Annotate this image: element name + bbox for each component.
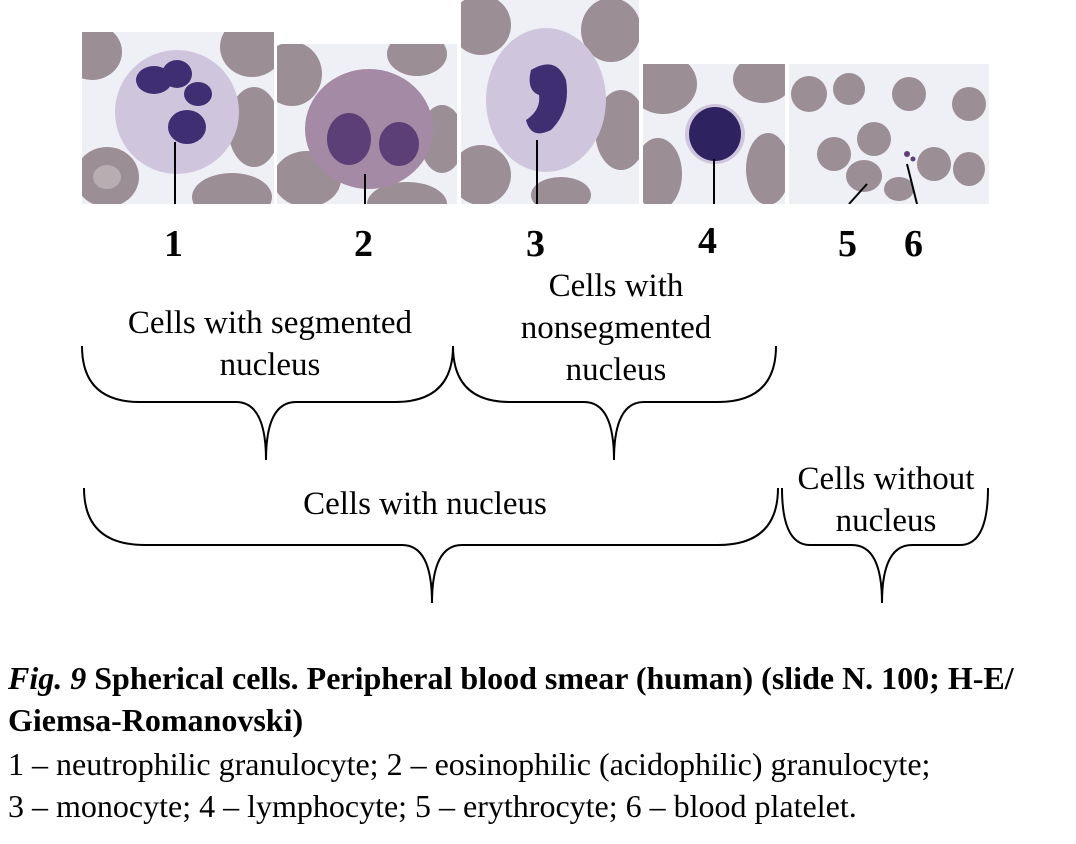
brace-without-nucleus	[781, 487, 989, 604]
brace-nonsegmented	[452, 345, 777, 461]
group-label-segmented: Cells with segmented nucleus	[127, 305, 413, 383]
figure-legend: 1 – neutrophilic granulocyte; 2 – eosino…	[8, 743, 1076, 827]
brace-with-nucleus	[83, 487, 779, 604]
brace-segmented	[81, 345, 454, 461]
label-number-3: 3	[526, 223, 545, 265]
micrograph-neutrophil	[82, 32, 274, 204]
group-label-nonsegmented: Cells with nonsegmented nucleus	[520, 268, 712, 388]
micrograph-monocyte	[461, 0, 639, 204]
figure-caption-title: Fig. 9 Spherical cells. Peripheral blood…	[8, 657, 1076, 741]
legend-line-2: 3 – monocyte; 4 – lymphocyte; 5 – erythr…	[8, 788, 857, 824]
label-number-1: 1	[164, 223, 183, 265]
group-label-with-nucleus: Cells with nucleus	[303, 486, 547, 522]
label-number-2: 2	[354, 223, 373, 265]
micrograph-lymphocyte	[643, 64, 785, 204]
label-number-5: 5	[838, 223, 857, 265]
label-number-6: 6	[904, 223, 923, 265]
figure-number: Fig. 9	[8, 660, 87, 696]
legend-line-1: 1 – neutrophilic granulocyte; 2 – eosino…	[8, 746, 931, 782]
group-label-without-nucleus: Cells without nucleus	[797, 461, 975, 539]
micrograph-erythrocytes-platelets	[789, 64, 989, 204]
micrograph-eosinophil	[277, 44, 457, 204]
figure-title: Spherical cells. Peripheral blood smear …	[8, 660, 1014, 738]
label-number-4: 4	[698, 220, 717, 262]
